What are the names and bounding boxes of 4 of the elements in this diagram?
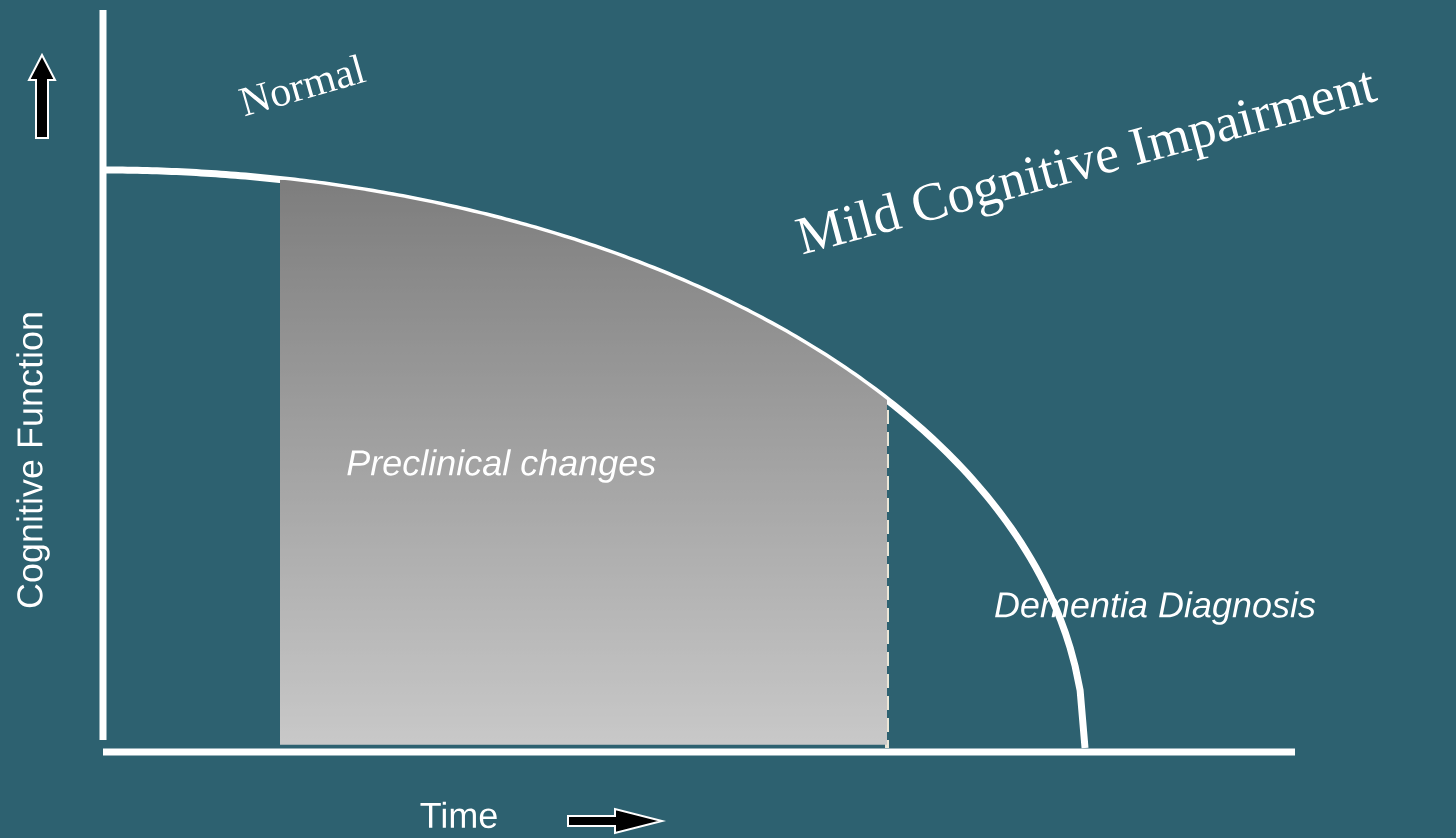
shaded-region: Preclinical changes [347,449,656,483]
axis-label: Cognitive Function [16,313,50,608]
stage-label: Normal [237,54,367,117]
axis-label: Time [420,801,497,829]
